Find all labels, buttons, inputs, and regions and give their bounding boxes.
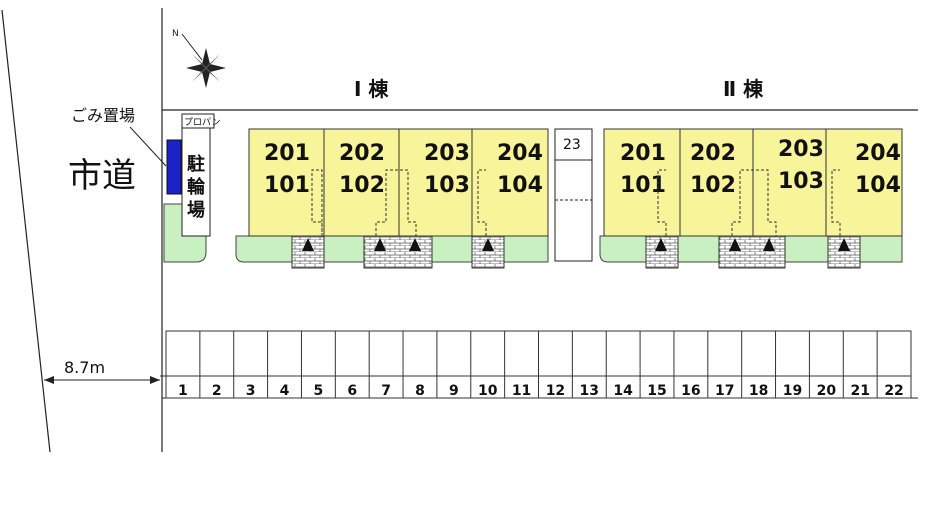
parking-slot-23-label: 23 [563,137,581,153]
b2-unit-103: 103 [778,169,824,194]
b2-unit-204: 204 [855,141,901,166]
b1-unit-204: 204 [497,141,543,166]
parking-slot-21: 21 [850,383,869,399]
road-label: 市道 [68,156,136,196]
parking-slot-2: 2 [212,383,222,399]
road-left-edge [1,9,51,453]
b2-unit-101: 101 [620,173,666,198]
parking-slot-5: 5 [314,383,324,399]
b1-unit-103: 103 [424,173,470,198]
parking-slot-8: 8 [415,383,425,399]
b2-unit-102: 102 [690,173,736,198]
bicycle-label-2: 輪 [187,176,206,198]
road-width-dimension [44,376,160,384]
building-2 [603,128,903,237]
garbage-area [166,139,182,195]
b1-unit-201: 201 [264,141,310,166]
b1-unit-203: 203 [424,141,470,166]
b2-unit-202: 202 [690,141,736,166]
garbage-label: ごみ置場 [71,106,135,125]
parking-slot-20: 20 [817,383,837,399]
b2-unit-104: 104 [855,173,901,198]
b2-unit-203: 203 [778,137,824,162]
parking-slot-17: 17 [715,383,734,399]
parking-slot-19: 19 [783,383,802,399]
entrance-arrow-icon [482,238,494,251]
building-1 [248,128,549,237]
parking-slot-22: 22 [884,383,903,399]
building-1-stair-lines [311,169,487,236]
building-2-title: Ⅱ 棟 [723,77,764,101]
bicycle-parking [181,127,211,237]
entrances [291,235,861,269]
building-1-title: Ⅰ 棟 [354,77,389,101]
parking-slot-16: 16 [681,383,700,399]
entrance-arrow-icon [655,238,667,251]
bicycle-label-3: 場 [187,200,205,221]
parking-slot-23 [554,128,593,262]
building-2-stair-lines [657,169,841,236]
b2-unit-201: 201 [620,141,666,166]
parking-slot-3: 3 [246,383,256,399]
parking-slot-14: 14 [613,383,633,399]
entrance-arrow-icon [302,238,314,251]
entrance-arrow-icon [763,238,775,251]
b1-unit-202: 202 [339,141,385,166]
b1-unit-102: 102 [339,173,385,198]
entrance-arrow-icon [409,238,421,251]
garbage-leader-line [129,126,167,167]
b1-unit-101: 101 [264,173,310,198]
entrance-arrow-icon [838,238,850,251]
parking-slot-7: 7 [381,383,391,399]
b1-unit-104: 104 [497,173,543,198]
parking-slot-4: 4 [280,383,290,399]
parking-slot-18: 18 [749,383,768,399]
compass-north-icon: N [172,29,226,88]
bicycle-label-1: 駐 [187,153,205,175]
svg-text:N: N [172,29,179,39]
parking-slot-11: 11 [512,383,531,399]
parking-slot-6: 6 [347,383,357,399]
parking-slot-15: 15 [647,383,666,399]
parking-slot-9: 9 [449,383,459,399]
road-width-label: 8.7m [64,358,105,377]
propane-label: プロパン [184,117,220,128]
entrance-steps [718,235,786,269]
entrance-steps [363,235,433,269]
parking-slot-10: 10 [478,383,498,399]
entrance-arrow-icon [729,238,741,251]
parking-slot-1: 1 [178,383,188,399]
entrance-arrow-icon [374,238,386,251]
parking-slot-12: 12 [546,383,565,399]
parking-slot-13: 13 [580,383,599,399]
